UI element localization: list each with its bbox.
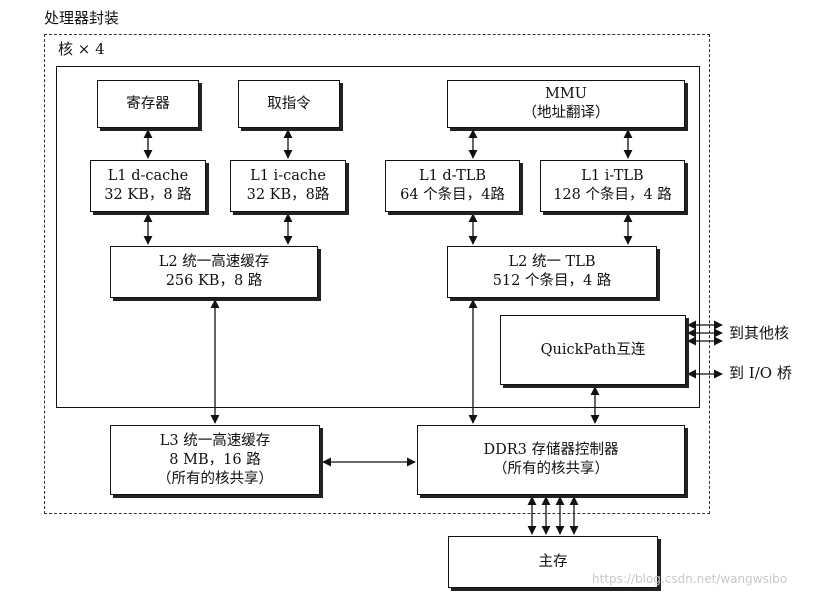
l1-itlb-label-1: L1 i-TLB	[581, 168, 644, 184]
main-memory-label: 主存	[538, 553, 568, 570]
l2-tlb-box: L2 统一 TLB 512 个条目，4 路	[447, 246, 657, 298]
l1-dcache-label-1: L1 d-cache	[107, 168, 189, 184]
ddr3-controller-label-2: （所有的核共享）	[493, 461, 609, 477]
quickpath-label: QuickPath互连	[540, 341, 646, 358]
quickpath-box: QuickPath互连	[500, 315, 686, 385]
l1-icache-box: L1 i-cache 32 KB，8路	[230, 160, 346, 212]
l3-cache-label-1: L3 统一高速缓存	[159, 432, 271, 449]
l1-icache-label-2: 32 KB，8路	[246, 187, 330, 203]
ddr3-controller-label-1: DDR3 存储器控制器	[483, 442, 619, 458]
to-other-cores-label: 到其他核	[729, 324, 790, 342]
l1-itlb-label-2: 128 个条目，4 路	[553, 187, 672, 203]
mmu-box: MMU （地址翻译）	[447, 80, 685, 128]
registers-box: 寄存器	[97, 80, 199, 128]
package-title: 处理器封装	[44, 9, 120, 27]
processor-package-frame	[44, 34, 710, 514]
l3-cache-label-2: 8 MB，16 路	[169, 451, 261, 468]
l2-cache-box: L2 统一高速缓存 256 KB，8 路	[110, 246, 318, 298]
core-count-label: 核 × 4	[58, 40, 105, 58]
core-frame	[56, 66, 700, 408]
l1-dcache-box: L1 d-cache 32 KB，8 路	[90, 160, 206, 212]
l1-dtlb-label-1: L1 d-TLB	[418, 168, 487, 184]
l2-cache-label-2: 256 KB，8 路	[165, 273, 263, 289]
l1-itlb-box: L1 i-TLB 128 个条目，4 路	[540, 160, 685, 212]
l1-dtlb-label-2: 64 个条目，4路	[400, 187, 505, 203]
registers-label: 寄存器	[126, 95, 170, 112]
watermark-text: https://blog.csdn.net/wangwsibo	[592, 572, 788, 586]
ddr3-controller-box: DDR3 存储器控制器 （所有的核共享）	[417, 425, 685, 495]
mmu-label-2: （地址翻译）	[522, 105, 610, 121]
l1-dtlb-box: L1 d-TLB 64 个条目，4路	[385, 160, 520, 212]
to-io-bridge-label: 到 I/O 桥	[729, 364, 792, 382]
fetch-box: 取指令	[238, 80, 340, 128]
l3-cache-box: L3 统一高速缓存 8 MB，16 路 （所有的核共享）	[110, 425, 320, 495]
l2-cache-label-1: L2 统一高速缓存	[158, 254, 270, 270]
l1-icache-label-1: L1 i-cache	[250, 168, 326, 184]
mmu-label-1: MMU	[545, 86, 587, 102]
l3-cache-label-3: （所有的核共享）	[157, 470, 273, 487]
main-memory-box: 主存	[448, 536, 658, 588]
l1-dcache-label-2: 32 KB，8 路	[104, 187, 192, 203]
l2-tlb-label-2: 512 个条目，4 路	[492, 273, 612, 289]
fetch-label: 取指令	[267, 95, 311, 112]
l2-tlb-label-1: L2 统一 TLB	[508, 254, 596, 270]
